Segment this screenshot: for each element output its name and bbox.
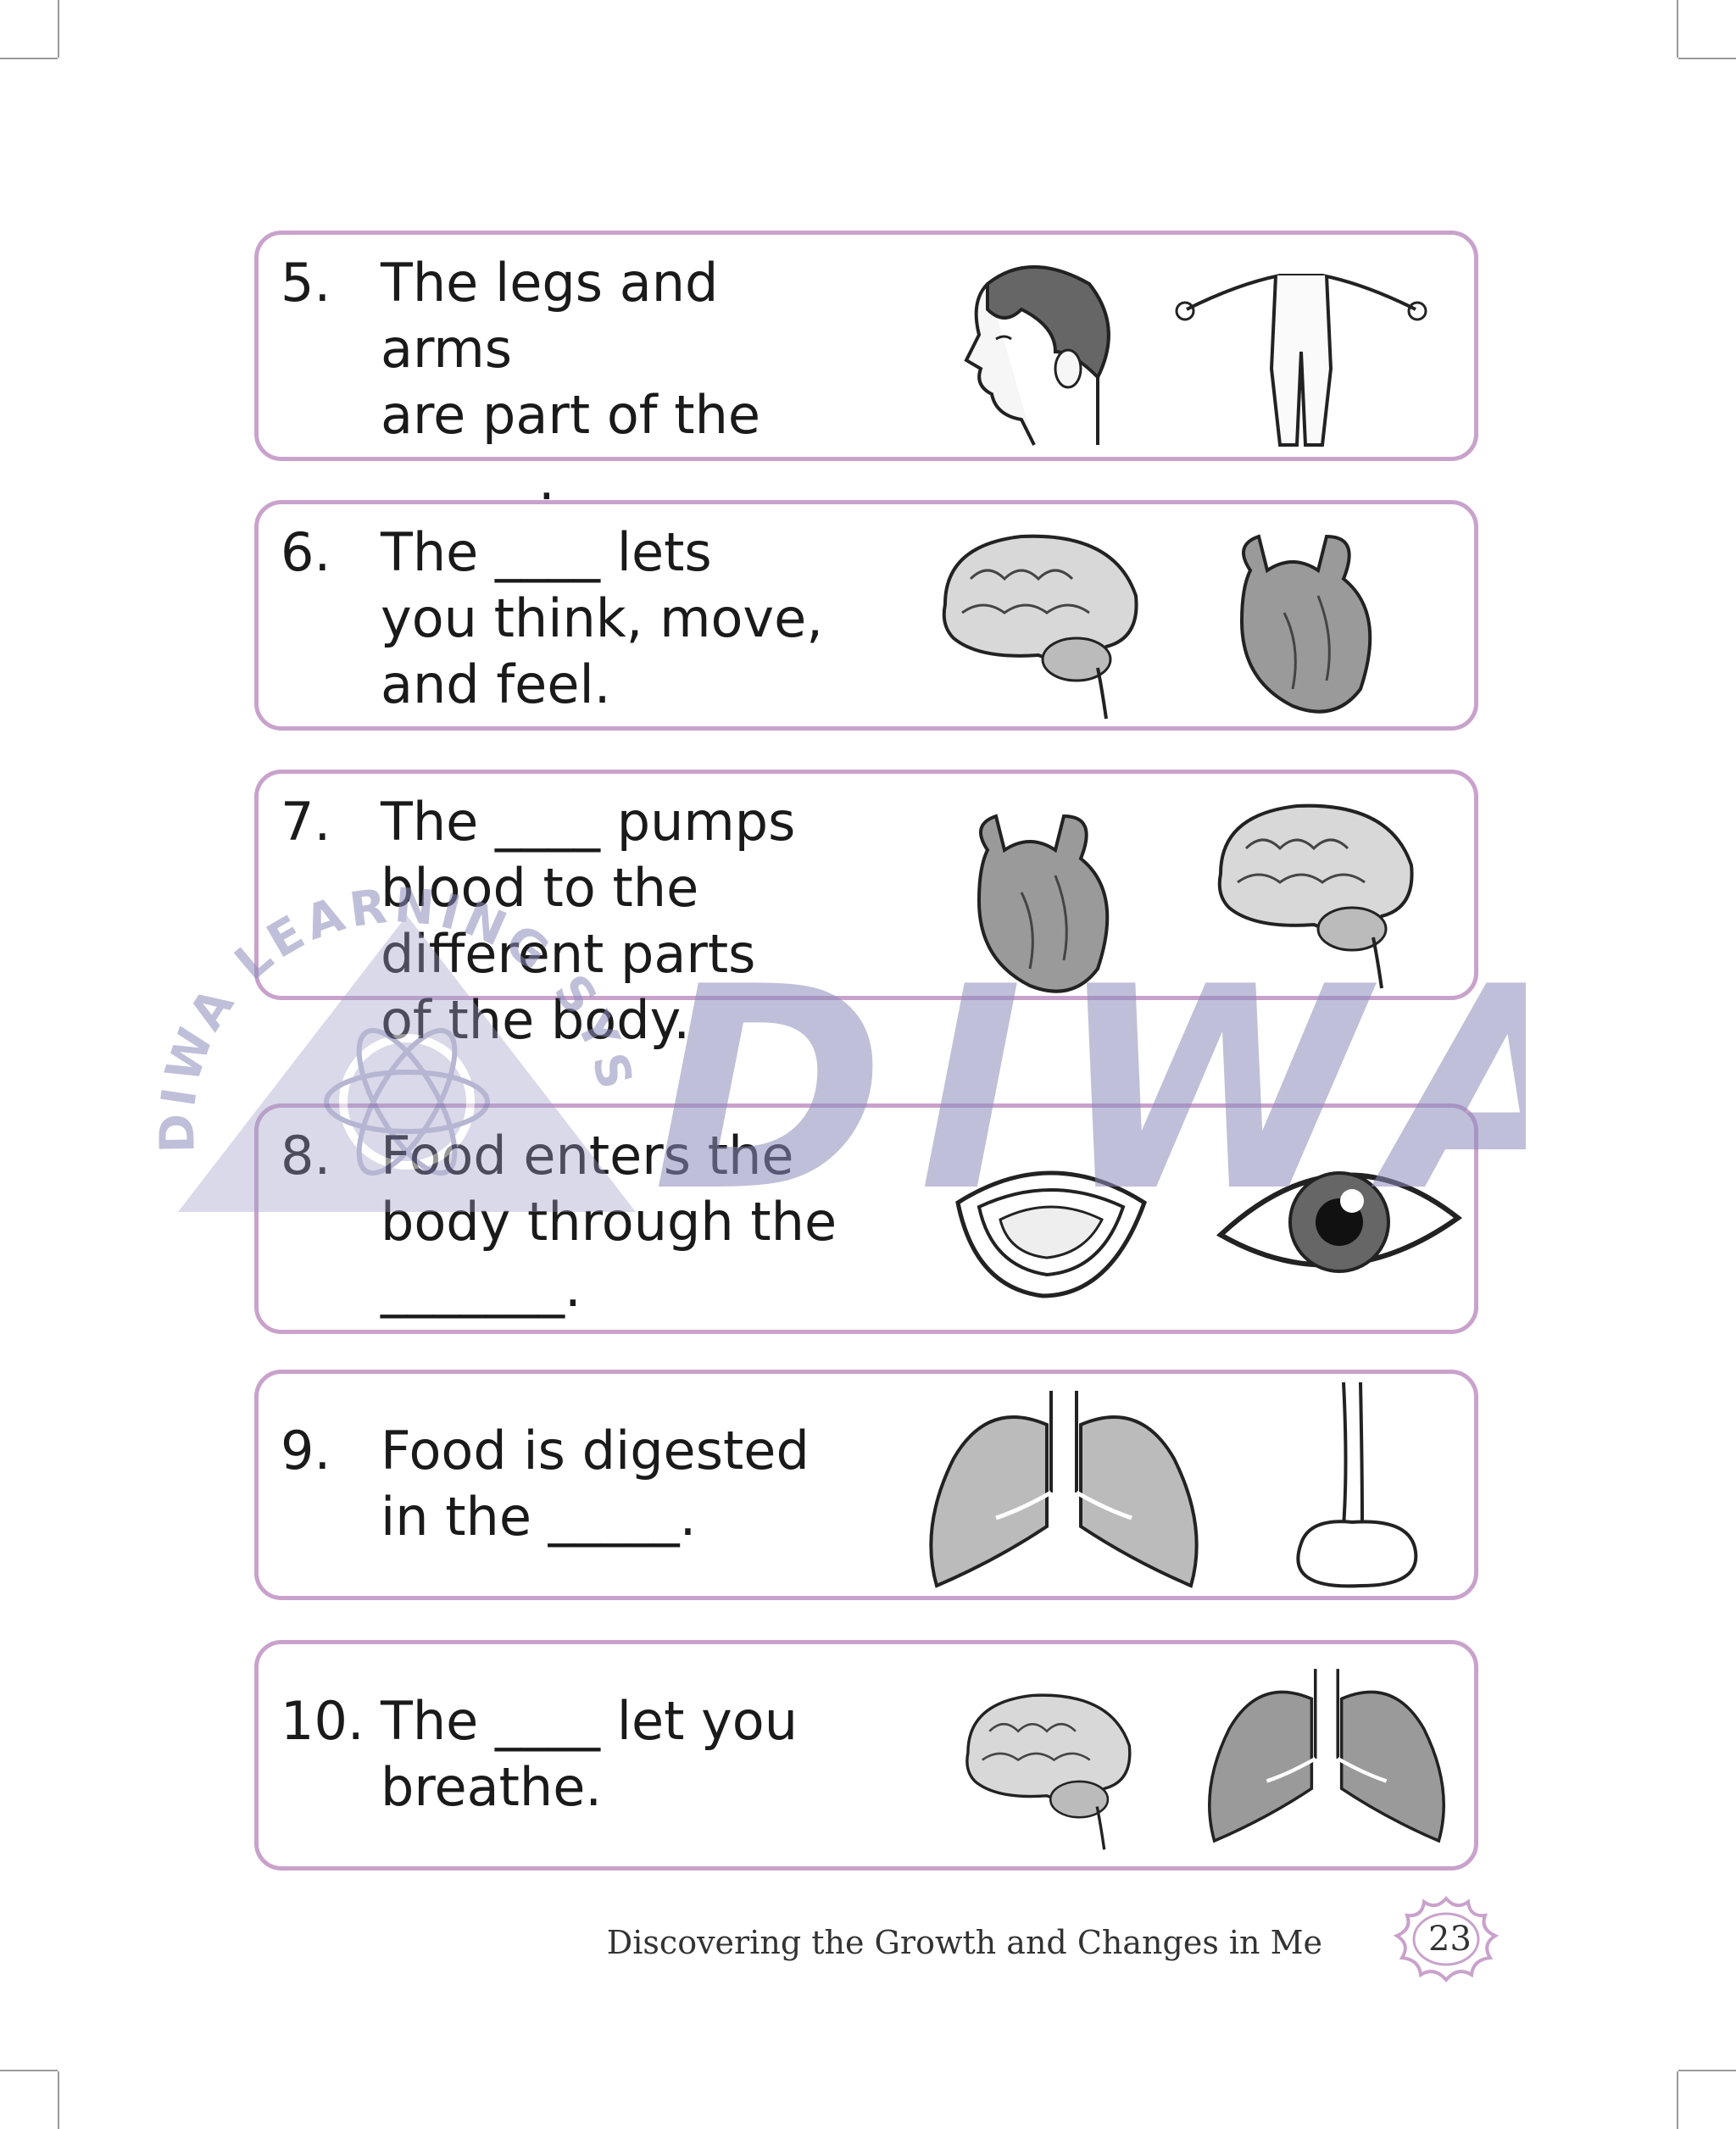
crop-mark [0,58,58,59]
heart-icon[interactable] [1216,520,1386,723]
question-card: 6. The ____ lets you think, move, and fe… [254,500,1478,731]
heart-icon[interactable] [954,799,1123,1003]
lungs-icon[interactable] [1199,1661,1454,1856]
question-card: 10. The ____ let you breathe. [254,1640,1478,1871]
question-number: 8. [281,1125,331,1187]
body-icon[interactable] [1170,250,1433,453]
crop-mark [58,2071,59,2129]
crop-mark [1678,58,1736,59]
question-number: 5. [281,252,331,314]
question-text: The legs and arms are part of the ______… [381,252,761,512]
crop-mark [1677,2071,1678,2129]
question-number: 10. [281,1690,364,1752]
question-card: 7. The ____ pumps blood to the different… [254,770,1478,1051]
question-number: 6. [281,521,331,583]
question-text: Food is digested in the _____. [381,1420,810,1548]
question-card: 5. The legs and arms are part of the ___… [254,231,1478,512]
page-number: 23 [1428,1920,1472,1959]
question-number: 9. [281,1420,331,1481]
mouth-icon[interactable] [941,1126,1161,1321]
brain-icon[interactable] [928,520,1149,723]
eye-icon[interactable] [1212,1142,1466,1294]
question-text: Food enters the body through the _______… [381,1125,837,1319]
crop-mark [1677,0,1678,58]
lungs-icon[interactable] [920,1391,1208,1594]
question-card: 9. Food is digested in the _____. [254,1370,1478,1600]
question-number: 7. [281,791,331,853]
page-number-flower-icon [1393,1895,1500,1983]
question-card: 8. Food enters the body through the ____… [254,1103,1478,1334]
footer-title: Discovering the Growth and Changes in Me [606,1924,1322,1961]
crop-mark [1678,2070,1736,2071]
head-icon[interactable] [928,250,1132,453]
crop-mark [0,2070,58,2071]
brain-icon[interactable] [954,1665,1140,1869]
question-text: The ____ lets you think, move, and feel. [381,521,823,715]
question-text: The ____ let you breathe. [381,1690,798,1818]
brain-icon[interactable] [1199,789,1428,992]
question-text: The ____ pumps blood to the different pa… [381,791,796,1051]
stomach-icon[interactable] [1267,1382,1437,1594]
crop-mark [58,0,59,58]
